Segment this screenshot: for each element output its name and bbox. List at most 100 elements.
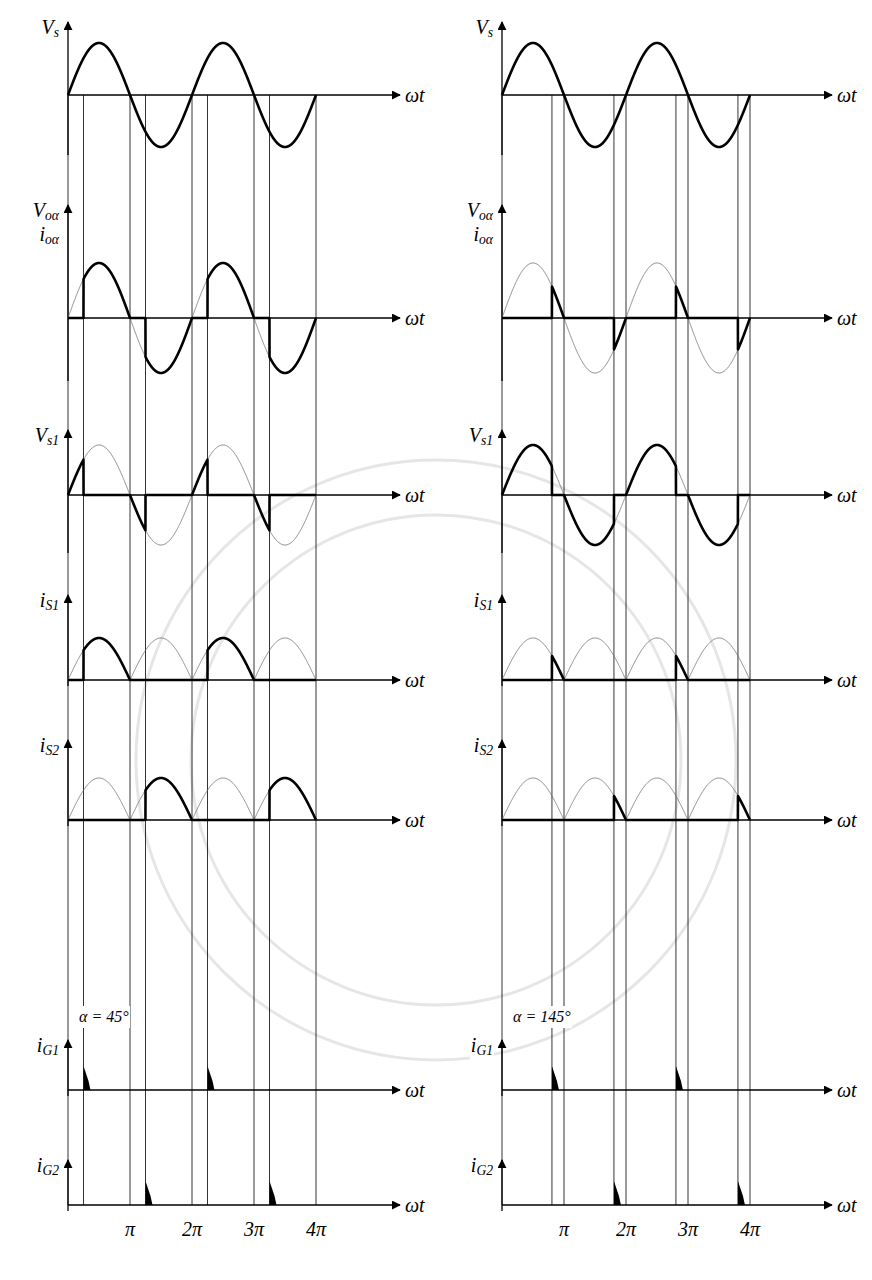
symbol: i [40, 589, 46, 611]
thyristor-current [502, 656, 750, 680]
guide-line [192, 95, 193, 1205]
output-wave [502, 287, 750, 350]
axis-label: ωt [404, 669, 426, 691]
subscript: G1 [42, 1043, 59, 1058]
reference-wave [68, 263, 316, 373]
y-axis [501, 740, 502, 826]
subscript: G1 [476, 1043, 493, 1058]
reference-wave [502, 263, 750, 373]
x-axis [502, 1089, 832, 1090]
y-axis [67, 595, 68, 686]
subscript: G2 [42, 1163, 59, 1178]
symbol: i [37, 1154, 43, 1176]
axis-label: ωt [404, 1194, 426, 1216]
gate-pulse [84, 1066, 91, 1090]
guide-line [68, 95, 69, 1205]
axis-label: ωt [404, 809, 426, 831]
signal-name: iS2 [39, 734, 60, 762]
y-axis [501, 595, 502, 686]
guide-line [613, 95, 614, 1205]
symbol: i [40, 734, 46, 756]
waveform-panel [502, 22, 832, 1211]
gate-pulse [146, 1181, 153, 1205]
x-axis [68, 317, 400, 318]
signal-name: iS2 [473, 734, 494, 762]
signal-name: iG1 [470, 1034, 494, 1062]
symbol: i [474, 734, 480, 756]
signal-name: iG2 [36, 1154, 60, 1182]
axis-label: ωt [836, 307, 858, 329]
waveform-panel [68, 22, 400, 1211]
axis-label: α = 45° [78, 1006, 130, 1028]
y-axis [67, 205, 68, 381]
subscript: G2 [476, 1163, 493, 1178]
axis-label: ωt [404, 84, 426, 106]
signal-name: iS1 [39, 589, 60, 617]
signal-name: iG1 [36, 1034, 60, 1062]
symbol: i [471, 1034, 477, 1056]
symbol: i [474, 223, 480, 245]
symbol: V [475, 16, 487, 38]
reference-wave [502, 638, 750, 680]
gate-pulse [614, 1181, 621, 1205]
gate-pulse [208, 1066, 215, 1090]
symbol: i [37, 1034, 43, 1056]
gate-pulse [738, 1181, 745, 1205]
guide-line [254, 95, 255, 1205]
axis-label: ωt [836, 84, 858, 106]
reference-wave [68, 638, 316, 680]
gate-pulse [552, 1066, 559, 1090]
y-axis [67, 1040, 68, 1096]
source-voltage [68, 43, 316, 147]
reference-wave [502, 445, 750, 545]
axis-label: 2π [615, 1218, 637, 1240]
x-axis [68, 679, 400, 680]
symbol: i [40, 223, 46, 245]
x-axis [502, 1204, 832, 1205]
guide-line [750, 95, 751, 1205]
symbol: i [474, 589, 480, 611]
y-axis [67, 740, 68, 826]
thyristor-current [68, 778, 316, 820]
subscript: s [488, 25, 493, 40]
axis-label: ωt [836, 669, 858, 691]
reference-wave [502, 778, 750, 820]
x-axis [68, 1204, 400, 1205]
axis-label: ωt [404, 484, 426, 506]
x-axis [502, 94, 832, 95]
y-axis [67, 22, 68, 155]
axis-label: ωt [404, 307, 426, 329]
signal-name: Vs1 [468, 424, 494, 452]
signal-name: iS1 [473, 589, 494, 617]
output-wave [68, 263, 316, 373]
axis-label: ωt [836, 1194, 858, 1216]
subscript: s [54, 25, 59, 40]
guide-line [688, 95, 689, 1205]
y-axis [501, 22, 502, 155]
guide-line [564, 95, 565, 1205]
subscript: oα [479, 208, 493, 223]
axis-label: 3π [243, 1218, 265, 1240]
axis-label: α = 145° [512, 1006, 572, 1028]
switch-voltage [68, 460, 316, 531]
gate-pulse [270, 1181, 277, 1205]
axis-label: 4π [305, 1218, 327, 1240]
subscript: S2 [45, 743, 59, 758]
axis-label: ωt [404, 1079, 426, 1101]
subscript: S1 [479, 598, 493, 613]
axis-label: ωt [836, 1079, 858, 1101]
reference-wave [68, 778, 316, 820]
guide-line [626, 95, 627, 1205]
signal-name: ioα [473, 223, 495, 251]
axis-label: 2π [181, 1218, 203, 1240]
symbol: V [467, 199, 479, 221]
subscript: s1 [481, 433, 493, 448]
guide-line [551, 95, 552, 1205]
reference-wave [68, 445, 316, 545]
signal-name: ioα [39, 223, 61, 251]
subscript: S1 [45, 598, 59, 613]
symbol: V [41, 16, 53, 38]
guide-line [502, 95, 503, 1205]
